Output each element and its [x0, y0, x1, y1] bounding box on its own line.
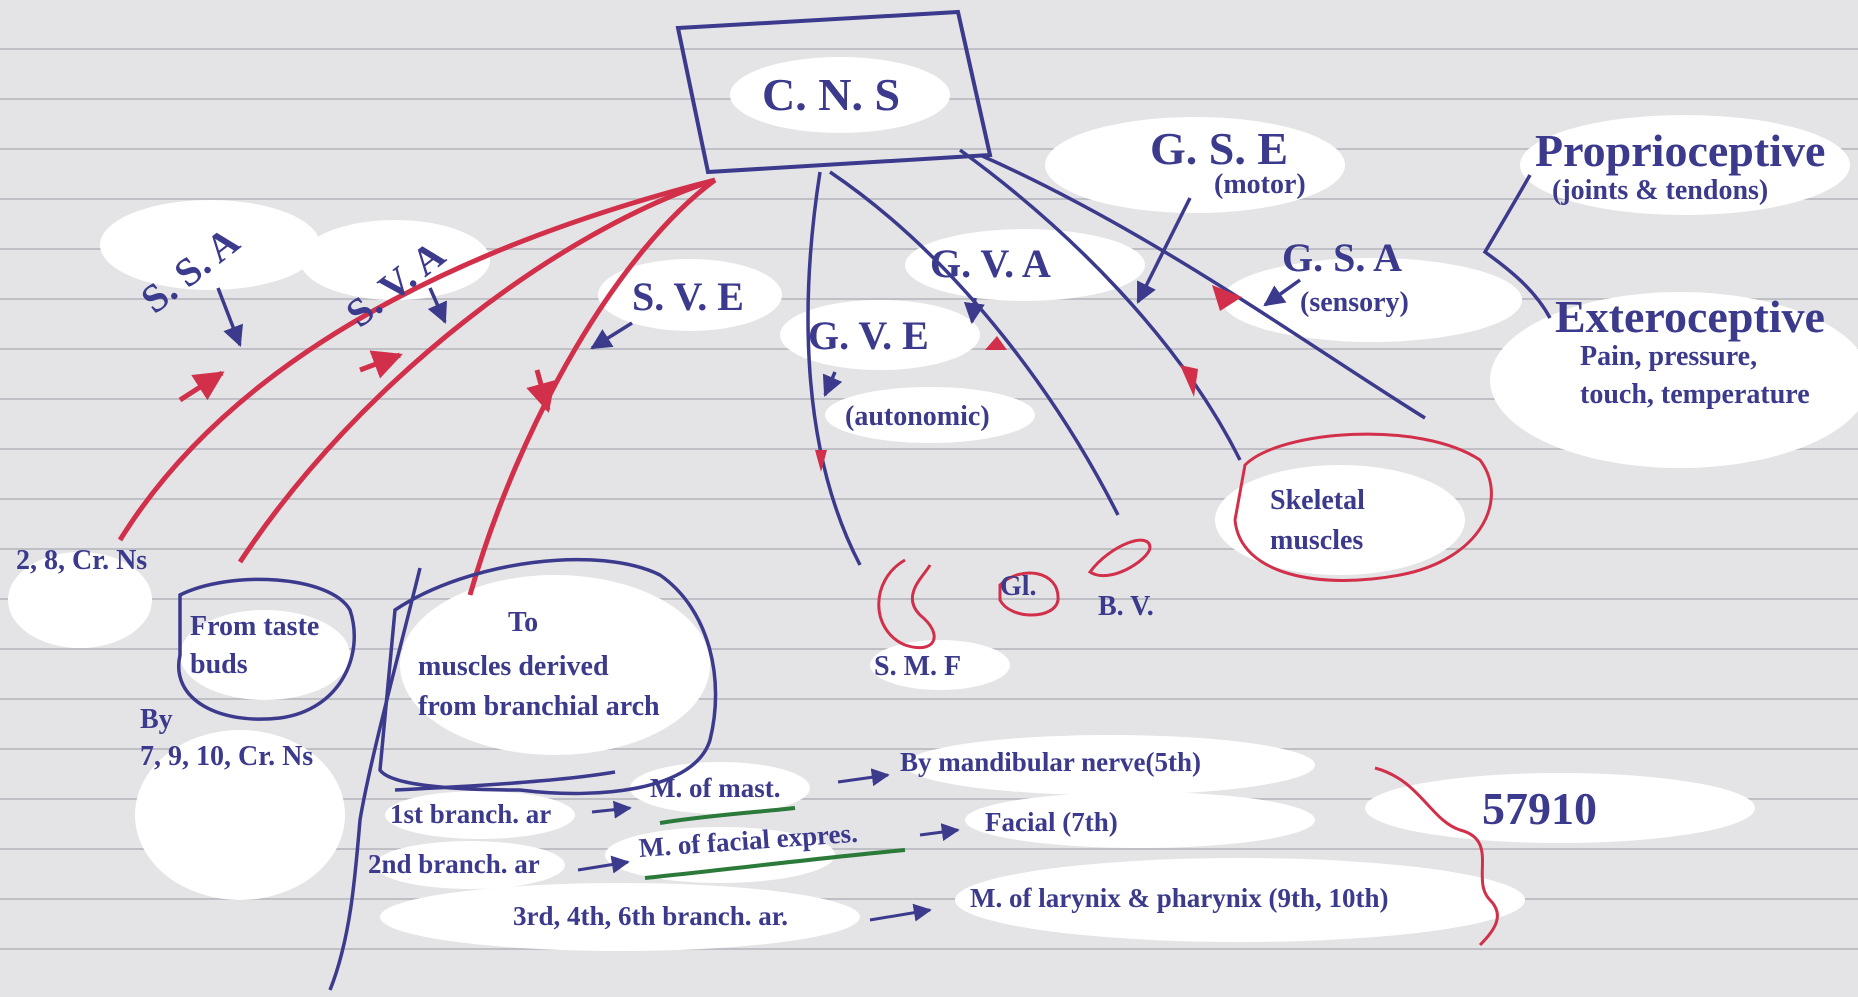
- correction-blobs: [8, 57, 1858, 951]
- gve-note: (autonomic): [845, 401, 990, 432]
- sve-target-line2: muscles derived: [418, 651, 609, 682]
- gve-label: G. V. E: [808, 313, 929, 358]
- sve-target-line1: To: [508, 607, 539, 638]
- gva-label: G. V. A: [930, 241, 1051, 286]
- blood-vessel-label: B. V.: [1098, 591, 1154, 622]
- red-arrowheads: [815, 285, 1242, 472]
- sve-target-line3: from branchial arch: [418, 691, 660, 722]
- larynx-pharynx-muscles: M. of larynix & pharynix (9th, 10th): [970, 883, 1389, 913]
- gland-label: Gl.: [1000, 571, 1037, 602]
- cns-box: [675, 9, 993, 175]
- summary-bracket: [1374, 766, 1499, 947]
- skeletal-line2: muscles: [1270, 525, 1364, 556]
- green-underlines: [644, 806, 906, 880]
- exteroceptive-note-line2: touch, temperature: [1580, 379, 1810, 410]
- gse-note: (motor): [1214, 169, 1306, 200]
- sve-label: S. V. E: [632, 274, 744, 319]
- gsa-note: (sensory): [1300, 287, 1409, 318]
- summary-nerves: 57910: [1482, 783, 1597, 834]
- smf-label: S. M. F: [874, 651, 962, 682]
- organ-sketches: [877, 432, 1493, 650]
- exteroceptive-note-line1: Pain, pressure,: [1580, 341, 1758, 372]
- ssa-target: 2, 8, Cr. Ns: [16, 545, 148, 576]
- special-branches: [117, 177, 717, 596]
- gse-label: G. S. E: [1150, 123, 1289, 174]
- first-arch-label: 1st branch. ar: [390, 799, 552, 829]
- second-arch-label: 2nd branch. ar: [368, 849, 540, 879]
- mandibular-nerve: By mandibular nerve(5th): [900, 747, 1202, 777]
- gsa-label: G. S. A: [1282, 235, 1403, 280]
- proprioceptive-label: Proprioceptive: [1535, 125, 1826, 176]
- exteroceptive-label: Exteroceptive: [1555, 291, 1825, 342]
- general-branches: [216, 148, 1552, 566]
- outlines: [176, 557, 718, 991]
- taste-by-line2: 7, 9, 10, Cr. Ns: [140, 741, 314, 772]
- taste-source-line2: buds: [190, 649, 248, 680]
- cns-label: C. N. S: [762, 69, 901, 120]
- proprioceptive-note: (joints & tendons): [1552, 175, 1769, 206]
- skeletal-line1: Skeletal: [1270, 485, 1365, 516]
- facial-nerve: Facial (7th): [985, 807, 1118, 837]
- branchial-arrows: [577, 768, 960, 922]
- mastication-muscle: M. of mast.: [650, 773, 781, 803]
- taste-by-line1: By: [140, 704, 173, 735]
- third-fourth-sixth-arch-label: 3rd, 4th, 6th branch. ar.: [513, 901, 789, 931]
- taste-source-line1: From taste: [190, 611, 320, 642]
